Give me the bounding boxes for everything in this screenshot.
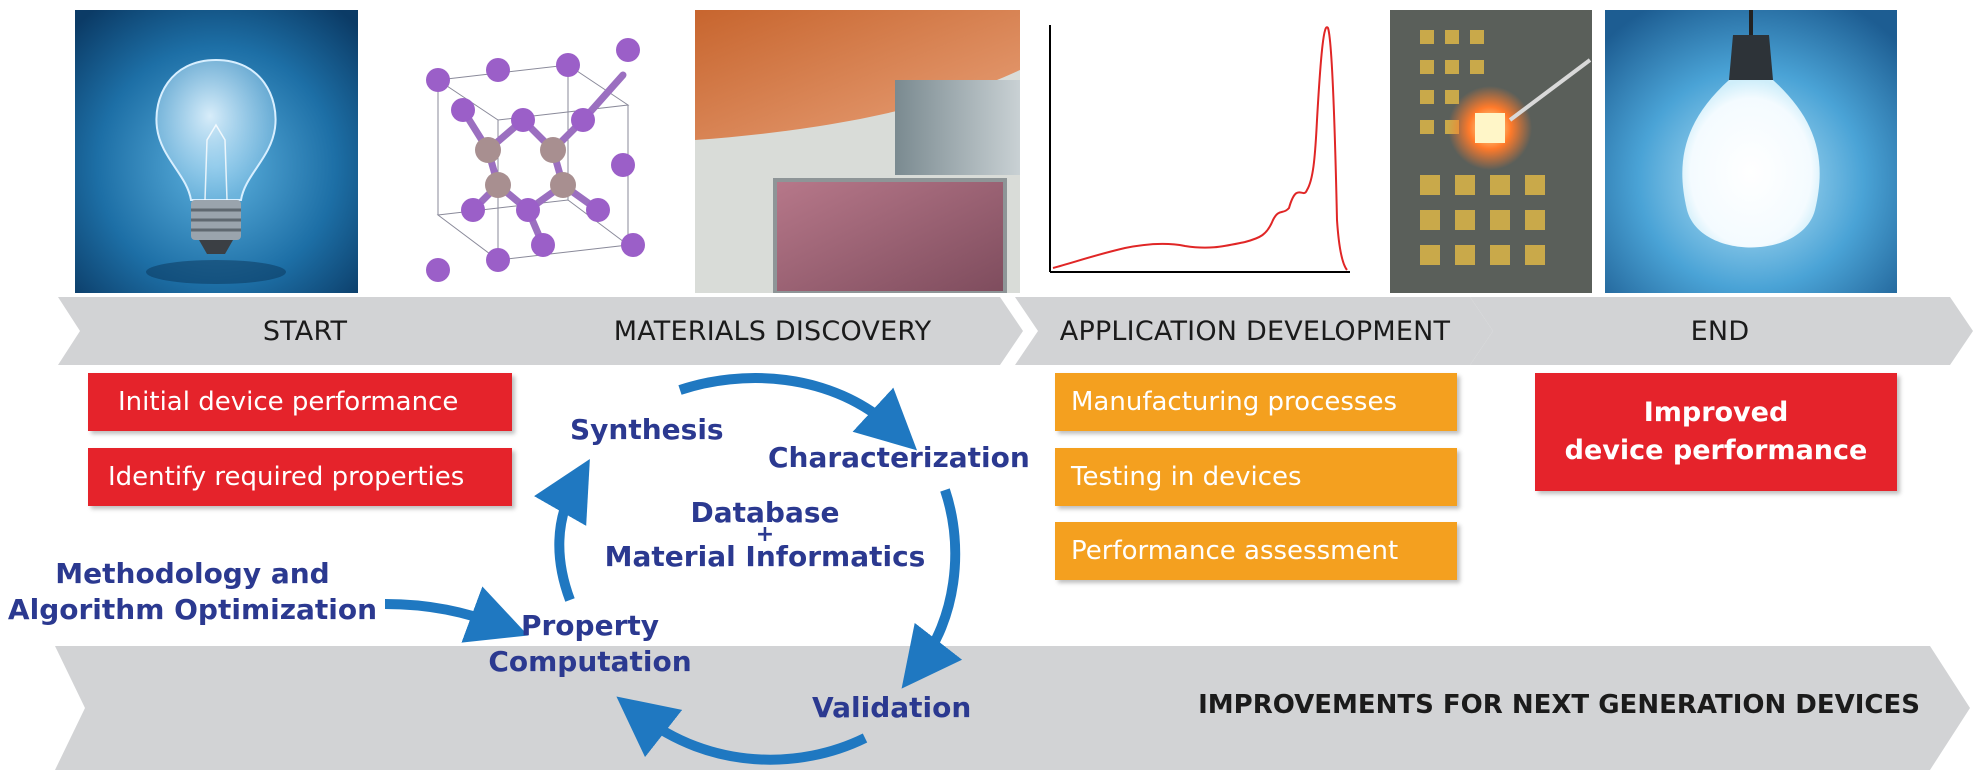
- improved-line2: device performance: [1564, 435, 1868, 466]
- improved-line1: Improved: [1643, 397, 1789, 428]
- stage-discovery-label: MATERIALS DISCOVERY: [613, 315, 932, 347]
- crystal-structure-image: [378, 10, 670, 293]
- testing-label: Testing in devices: [1071, 462, 1302, 492]
- methodology-label: Methodology and Algorithm Optimization: [0, 556, 385, 628]
- performance-assessment-label: Performance assessment: [1071, 536, 1399, 566]
- validation-label: Validation: [812, 691, 972, 724]
- light-bulb-off-image: [75, 10, 358, 293]
- property-line2: Computation: [488, 645, 692, 678]
- device-chip-image: [1390, 10, 1592, 293]
- database-line1: Database: [690, 496, 840, 529]
- spectrum-plot-image: [1045, 10, 1360, 293]
- performance-assessment-box: Performance assessment: [1055, 522, 1457, 580]
- manufacturing-label: Manufacturing processes: [1071, 387, 1397, 417]
- database-label: Database + Material Informatics: [600, 498, 930, 572]
- stage-application-label: APPLICATION DEVELOPMENT: [1059, 315, 1451, 347]
- arrow-methodology-to-property: [384, 586, 529, 643]
- manufacturing-box: Manufacturing processes: [1055, 373, 1457, 431]
- database-line2: Material Informatics: [604, 540, 926, 573]
- property-line1: Property: [520, 609, 660, 642]
- next-generation-label: IMPROVEMENTS FOR NEXT GENERATION DEVICES: [1198, 690, 1920, 720]
- end-chevron: [1470, 297, 1973, 365]
- arrow-synthesis-to-characterization: [678, 373, 918, 451]
- next-generation-banner: [55, 646, 1970, 770]
- stage-end-label: END: [1690, 315, 1750, 347]
- required-properties-box: Identify required properties: [88, 448, 512, 506]
- light-bulb-on-image: [1605, 10, 1897, 293]
- characterization-label: Characterization: [768, 441, 1030, 474]
- methodology-line2: Algorithm Optimization: [7, 593, 378, 626]
- stage-start-label: START: [262, 315, 348, 347]
- application-chevron: [1015, 297, 1493, 365]
- arrow-validation-to-property: [616, 696, 868, 765]
- improved-performance-box: Improved device performance: [1535, 373, 1897, 491]
- initial-performance-box: Initial device performance: [88, 373, 512, 431]
- start-chevron: [58, 297, 548, 365]
- required-properties-label: Identify required properties: [108, 462, 465, 492]
- database-plus: +: [755, 522, 775, 547]
- semiconductor-wafers-image: [695, 10, 1020, 293]
- synthesis-label: Synthesis: [570, 413, 724, 446]
- initial-performance-label: Initial device performance: [118, 387, 459, 417]
- property-computation-label: Property Computation: [470, 608, 710, 680]
- discovery-chevron: [520, 297, 1023, 365]
- arrow-property-to-synthesis: [534, 458, 590, 602]
- testing-box: Testing in devices: [1055, 448, 1457, 506]
- arrow-characterization-to-validation: [901, 488, 963, 689]
- methodology-line1: Methodology and: [55, 557, 330, 590]
